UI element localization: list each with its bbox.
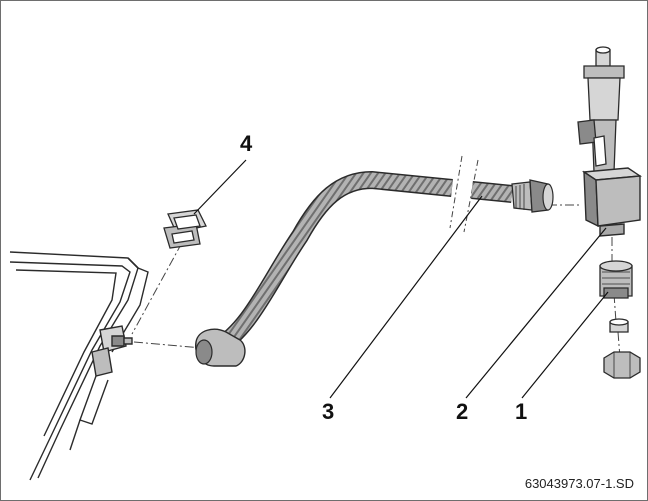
- callout-4: 4: [240, 131, 253, 156]
- callout-2: 2: [456, 399, 469, 424]
- drain-hose-part-3: [195, 170, 554, 367]
- leader-line-1: [521, 291, 609, 399]
- fitting-part-1: [599, 260, 641, 379]
- appliance-frame: [9, 251, 149, 481]
- connector-block-part-2: [581, 167, 643, 237]
- leader-line-4: [193, 159, 247, 215]
- hose-clip-part-4: [163, 209, 207, 249]
- leader-lines: [193, 159, 609, 399]
- callout-1: 1: [515, 399, 528, 424]
- callout-3: 3: [322, 399, 335, 424]
- leader-line-3: [329, 195, 483, 399]
- leader-line-2: [465, 227, 607, 399]
- document-code: 63043973.07-1.SD: [524, 476, 634, 491]
- vent-valve-assembly: [577, 46, 625, 173]
